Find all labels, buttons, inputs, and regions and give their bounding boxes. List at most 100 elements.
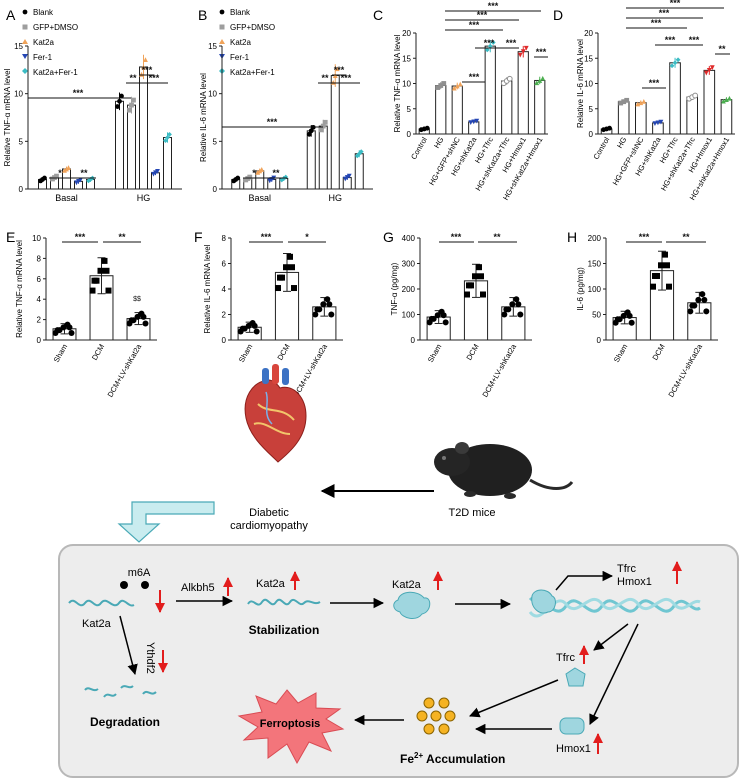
- data-point: [78, 177, 83, 183]
- data-point: [66, 324, 73, 331]
- sig-d-6: **: [718, 44, 726, 54]
- y-tick-label: 5: [589, 105, 594, 114]
- significance-labels: *** * ** ** *** *** *** * ** ** *** *** …: [58, 0, 726, 242]
- panel-label-a: A: [6, 7, 16, 23]
- significance: [28, 7, 730, 243]
- data-point: [68, 329, 75, 336]
- legend-label-blank: Blank: [33, 8, 54, 17]
- data-point: [695, 296, 702, 303]
- sig-a-3: **: [80, 168, 88, 178]
- dna-icon: [528, 596, 701, 618]
- data-point: [128, 317, 135, 324]
- y-tick-label: 5: [213, 137, 218, 146]
- sig-d-3: ***: [651, 18, 662, 28]
- data-point: [127, 107, 132, 113]
- y-axis-label: Relative TNF-α mRNA level: [15, 240, 24, 338]
- data-point: [332, 73, 338, 78]
- data-point: [626, 312, 633, 319]
- data-point: [163, 138, 168, 144]
- hmox1-protein-icon: [559, 717, 585, 735]
- bar: [703, 69, 716, 135]
- sig-d-7: ***: [649, 78, 660, 88]
- y-tick-label: 50: [592, 311, 601, 320]
- panel-label-g: G: [383, 229, 394, 245]
- data-point: [62, 168, 67, 173]
- y-tick-label: 0: [411, 336, 416, 345]
- y-tick-label: 4: [37, 295, 42, 304]
- data-point: [143, 57, 148, 63]
- data-point: [117, 98, 122, 104]
- sig-d-4: ***: [665, 35, 676, 45]
- data-point: [699, 291, 706, 298]
- bar: [517, 51, 529, 135]
- x-tick-label: DCM+LV-shKat2a: [666, 342, 704, 399]
- iron-icon: [416, 697, 456, 735]
- y-tick-label: 10: [14, 90, 23, 99]
- data-point: [131, 97, 136, 103]
- bar: [318, 125, 328, 190]
- data-point: [253, 328, 260, 335]
- degraded-rna-icon: [84, 685, 157, 698]
- data-point: [314, 306, 321, 313]
- data-point: [509, 301, 516, 308]
- sig-c-6: ***: [536, 47, 547, 57]
- bar: [484, 45, 496, 135]
- mouse-icon: [434, 442, 574, 499]
- y-tick-label: 200: [588, 234, 602, 243]
- data-point: [474, 118, 480, 124]
- data-point: [334, 66, 340, 72]
- y-axis-label: TNF-α (pg/mg): [390, 262, 399, 315]
- label-kat2a-stab: Kat2a: [256, 578, 286, 590]
- x-tick-label: DCM: [464, 343, 480, 362]
- x-tick-label: DCM: [275, 343, 291, 362]
- y-tick-label: 4: [222, 285, 227, 294]
- y-tick-label: 0: [19, 185, 24, 194]
- legend-label-fer1: Fer-1: [230, 53, 250, 62]
- data-point: [119, 93, 124, 99]
- panel-label-d: D: [553, 7, 563, 23]
- y-tick-label: 6: [222, 260, 227, 269]
- data-point: [328, 311, 335, 318]
- sig-c-4: ***: [484, 38, 495, 48]
- sig-c-5: ***: [506, 38, 517, 48]
- data-point: [247, 174, 253, 180]
- legend-marker-gfp: [219, 24, 225, 30]
- x-tick-label: Basal: [55, 193, 78, 203]
- data-point: [239, 325, 246, 332]
- data-point: [540, 75, 546, 81]
- data-point: [454, 83, 460, 89]
- sig-f-2: *: [305, 232, 309, 242]
- sig-d-2: ***: [659, 8, 670, 18]
- data-point: [635, 101, 641, 107]
- sig-e-1: ***: [75, 232, 86, 242]
- data-point: [517, 311, 524, 318]
- sig-e-2: **: [118, 232, 126, 242]
- y-tick-label: 0: [213, 185, 218, 194]
- sig-g-2: **: [493, 232, 501, 242]
- arrow-to-tfrc: [593, 623, 629, 651]
- data-point: [650, 283, 656, 290]
- data-point: [134, 313, 141, 320]
- legend-marker-blank: [22, 9, 28, 15]
- legend-label-combo: Kat2a+Fer-1: [230, 68, 275, 77]
- dna-bound-protein-icon: [531, 589, 556, 614]
- data-point: [287, 253, 293, 260]
- label-ythdf2: Ythdf2: [144, 642, 156, 674]
- data-point: [721, 98, 726, 104]
- label-m6a: m6A: [128, 567, 151, 579]
- x-tick-label: HG: [432, 135, 446, 149]
- y-tick-label: 15: [14, 42, 23, 51]
- y-axis-label: Relative TNF-α mRNA level: [393, 34, 402, 132]
- y-tick-label: 0: [597, 336, 602, 345]
- data-point: [607, 125, 612, 131]
- data-point: [624, 97, 630, 103]
- data-point: [672, 60, 678, 66]
- data-point: [655, 120, 661, 126]
- data-point: [54, 327, 61, 334]
- bar: [501, 80, 513, 135]
- bar: [720, 99, 733, 135]
- bar: [115, 100, 124, 190]
